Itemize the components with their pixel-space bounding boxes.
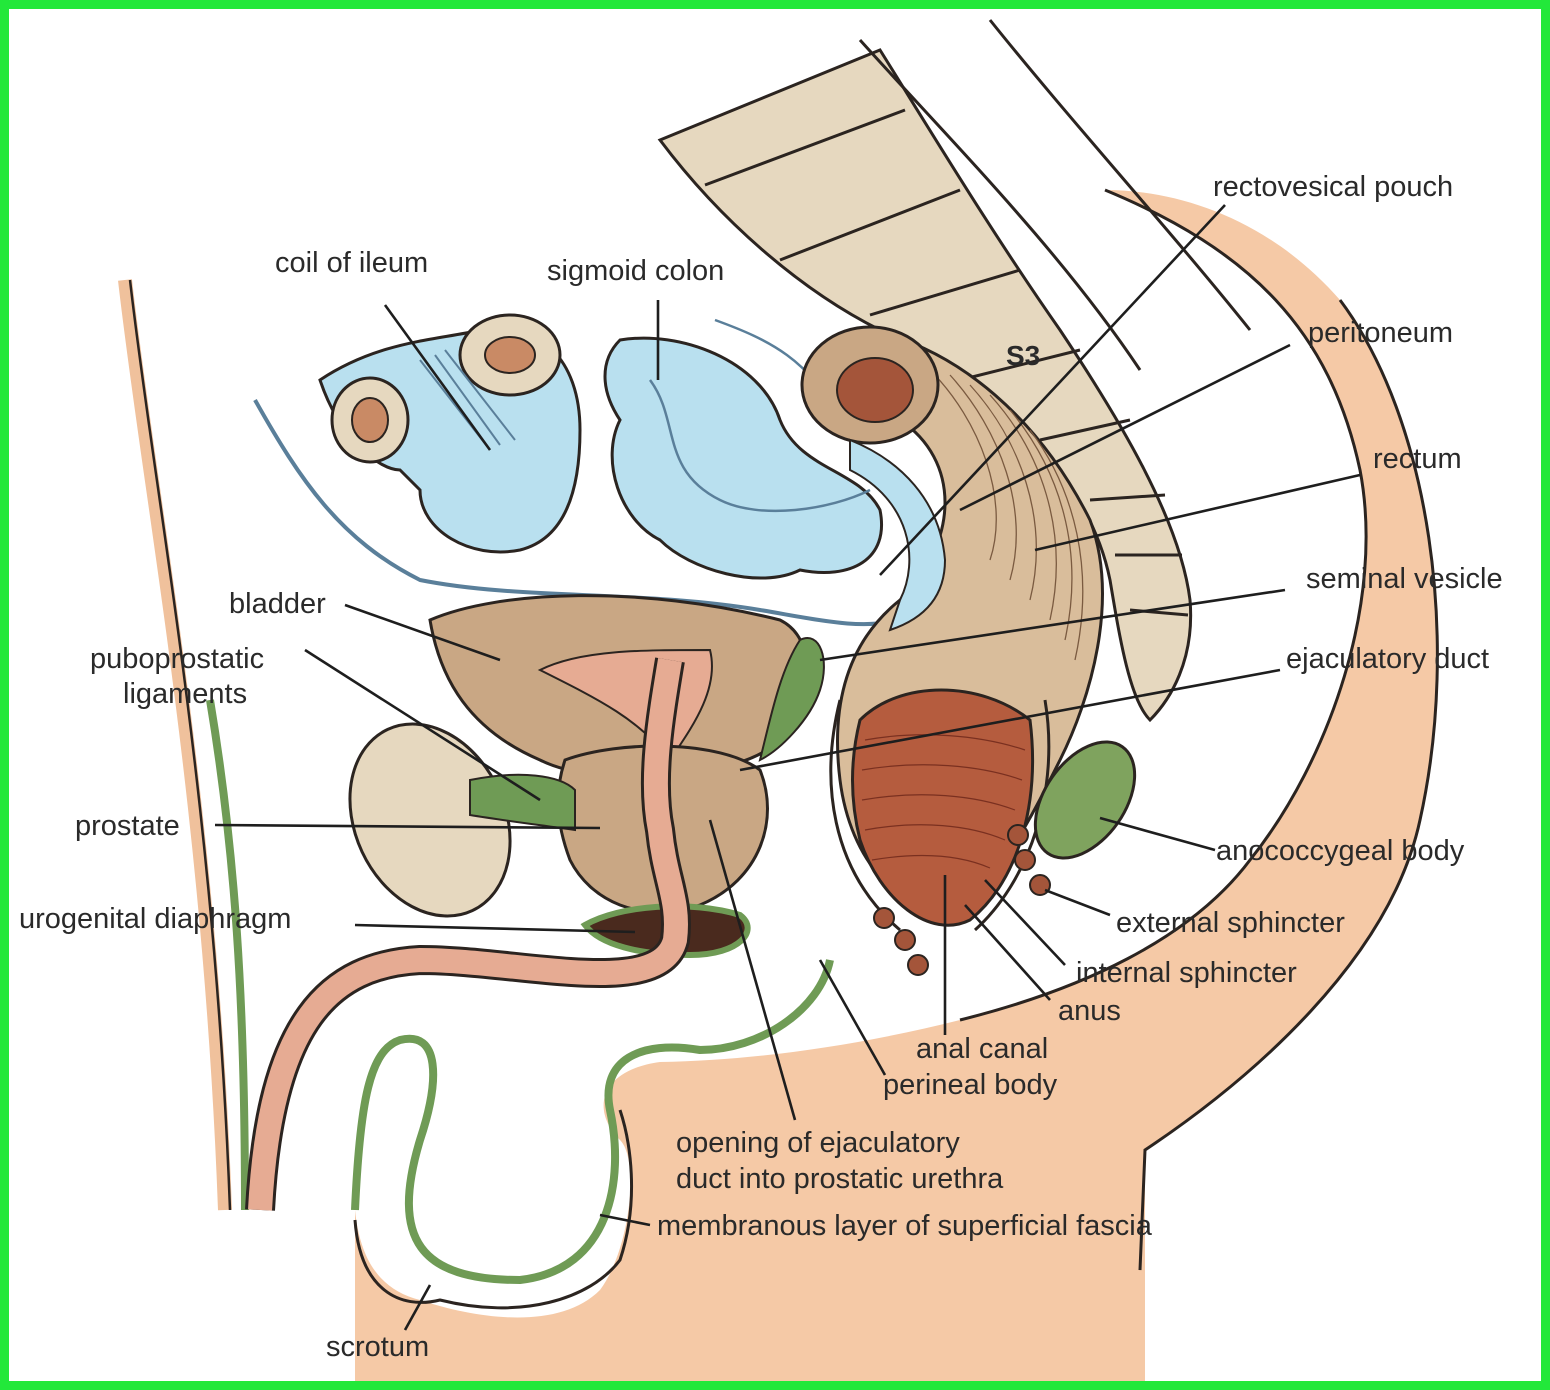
label-prostate: prostate bbox=[75, 810, 180, 842]
label-ejaculatory-duct: ejaculatory duct bbox=[1286, 643, 1489, 675]
label-bladder: bladder bbox=[229, 588, 326, 620]
label-anococcygeal-body: anococcygeal body bbox=[1216, 835, 1465, 867]
anterior-abdominal-wall bbox=[125, 280, 225, 1210]
label-opening-2: duct into prostatic urethra bbox=[676, 1163, 1004, 1195]
label-s3: S3 bbox=[1006, 340, 1040, 371]
label-puboprostatic-2: ligaments bbox=[123, 678, 247, 710]
label-seminal-vesicle: seminal vesicle bbox=[1306, 563, 1503, 595]
label-anus: anus bbox=[1058, 995, 1121, 1027]
label-rectum: rectum bbox=[1373, 443, 1462, 475]
label-urogenital-diaphragm: urogenital diaphragm bbox=[19, 903, 291, 935]
label-anal-canal: anal canal bbox=[916, 1033, 1048, 1065]
label-sigmoid-colon: sigmoid colon bbox=[547, 255, 724, 287]
label-scrotum: scrotum bbox=[326, 1331, 429, 1363]
label-puboprostatic-1: puboprostatic bbox=[90, 643, 264, 675]
label-internal-sphincter: internal sphincter bbox=[1076, 957, 1297, 989]
label-perineal-body: perineal body bbox=[883, 1069, 1058, 1101]
label-peritoneum: peritoneum bbox=[1308, 317, 1453, 349]
label-opening-1: opening of ejaculatory bbox=[676, 1127, 960, 1159]
label-membranous-layer: membranous layer of superficial fascia bbox=[657, 1210, 1153, 1242]
label-external-sphincter: external sphincter bbox=[1116, 907, 1345, 939]
anal-canal-muscle bbox=[853, 690, 1033, 925]
label-coil-of-ileum: coil of ileum bbox=[275, 247, 428, 279]
label-rectovesical-pouch: rectovesical pouch bbox=[1213, 171, 1453, 203]
